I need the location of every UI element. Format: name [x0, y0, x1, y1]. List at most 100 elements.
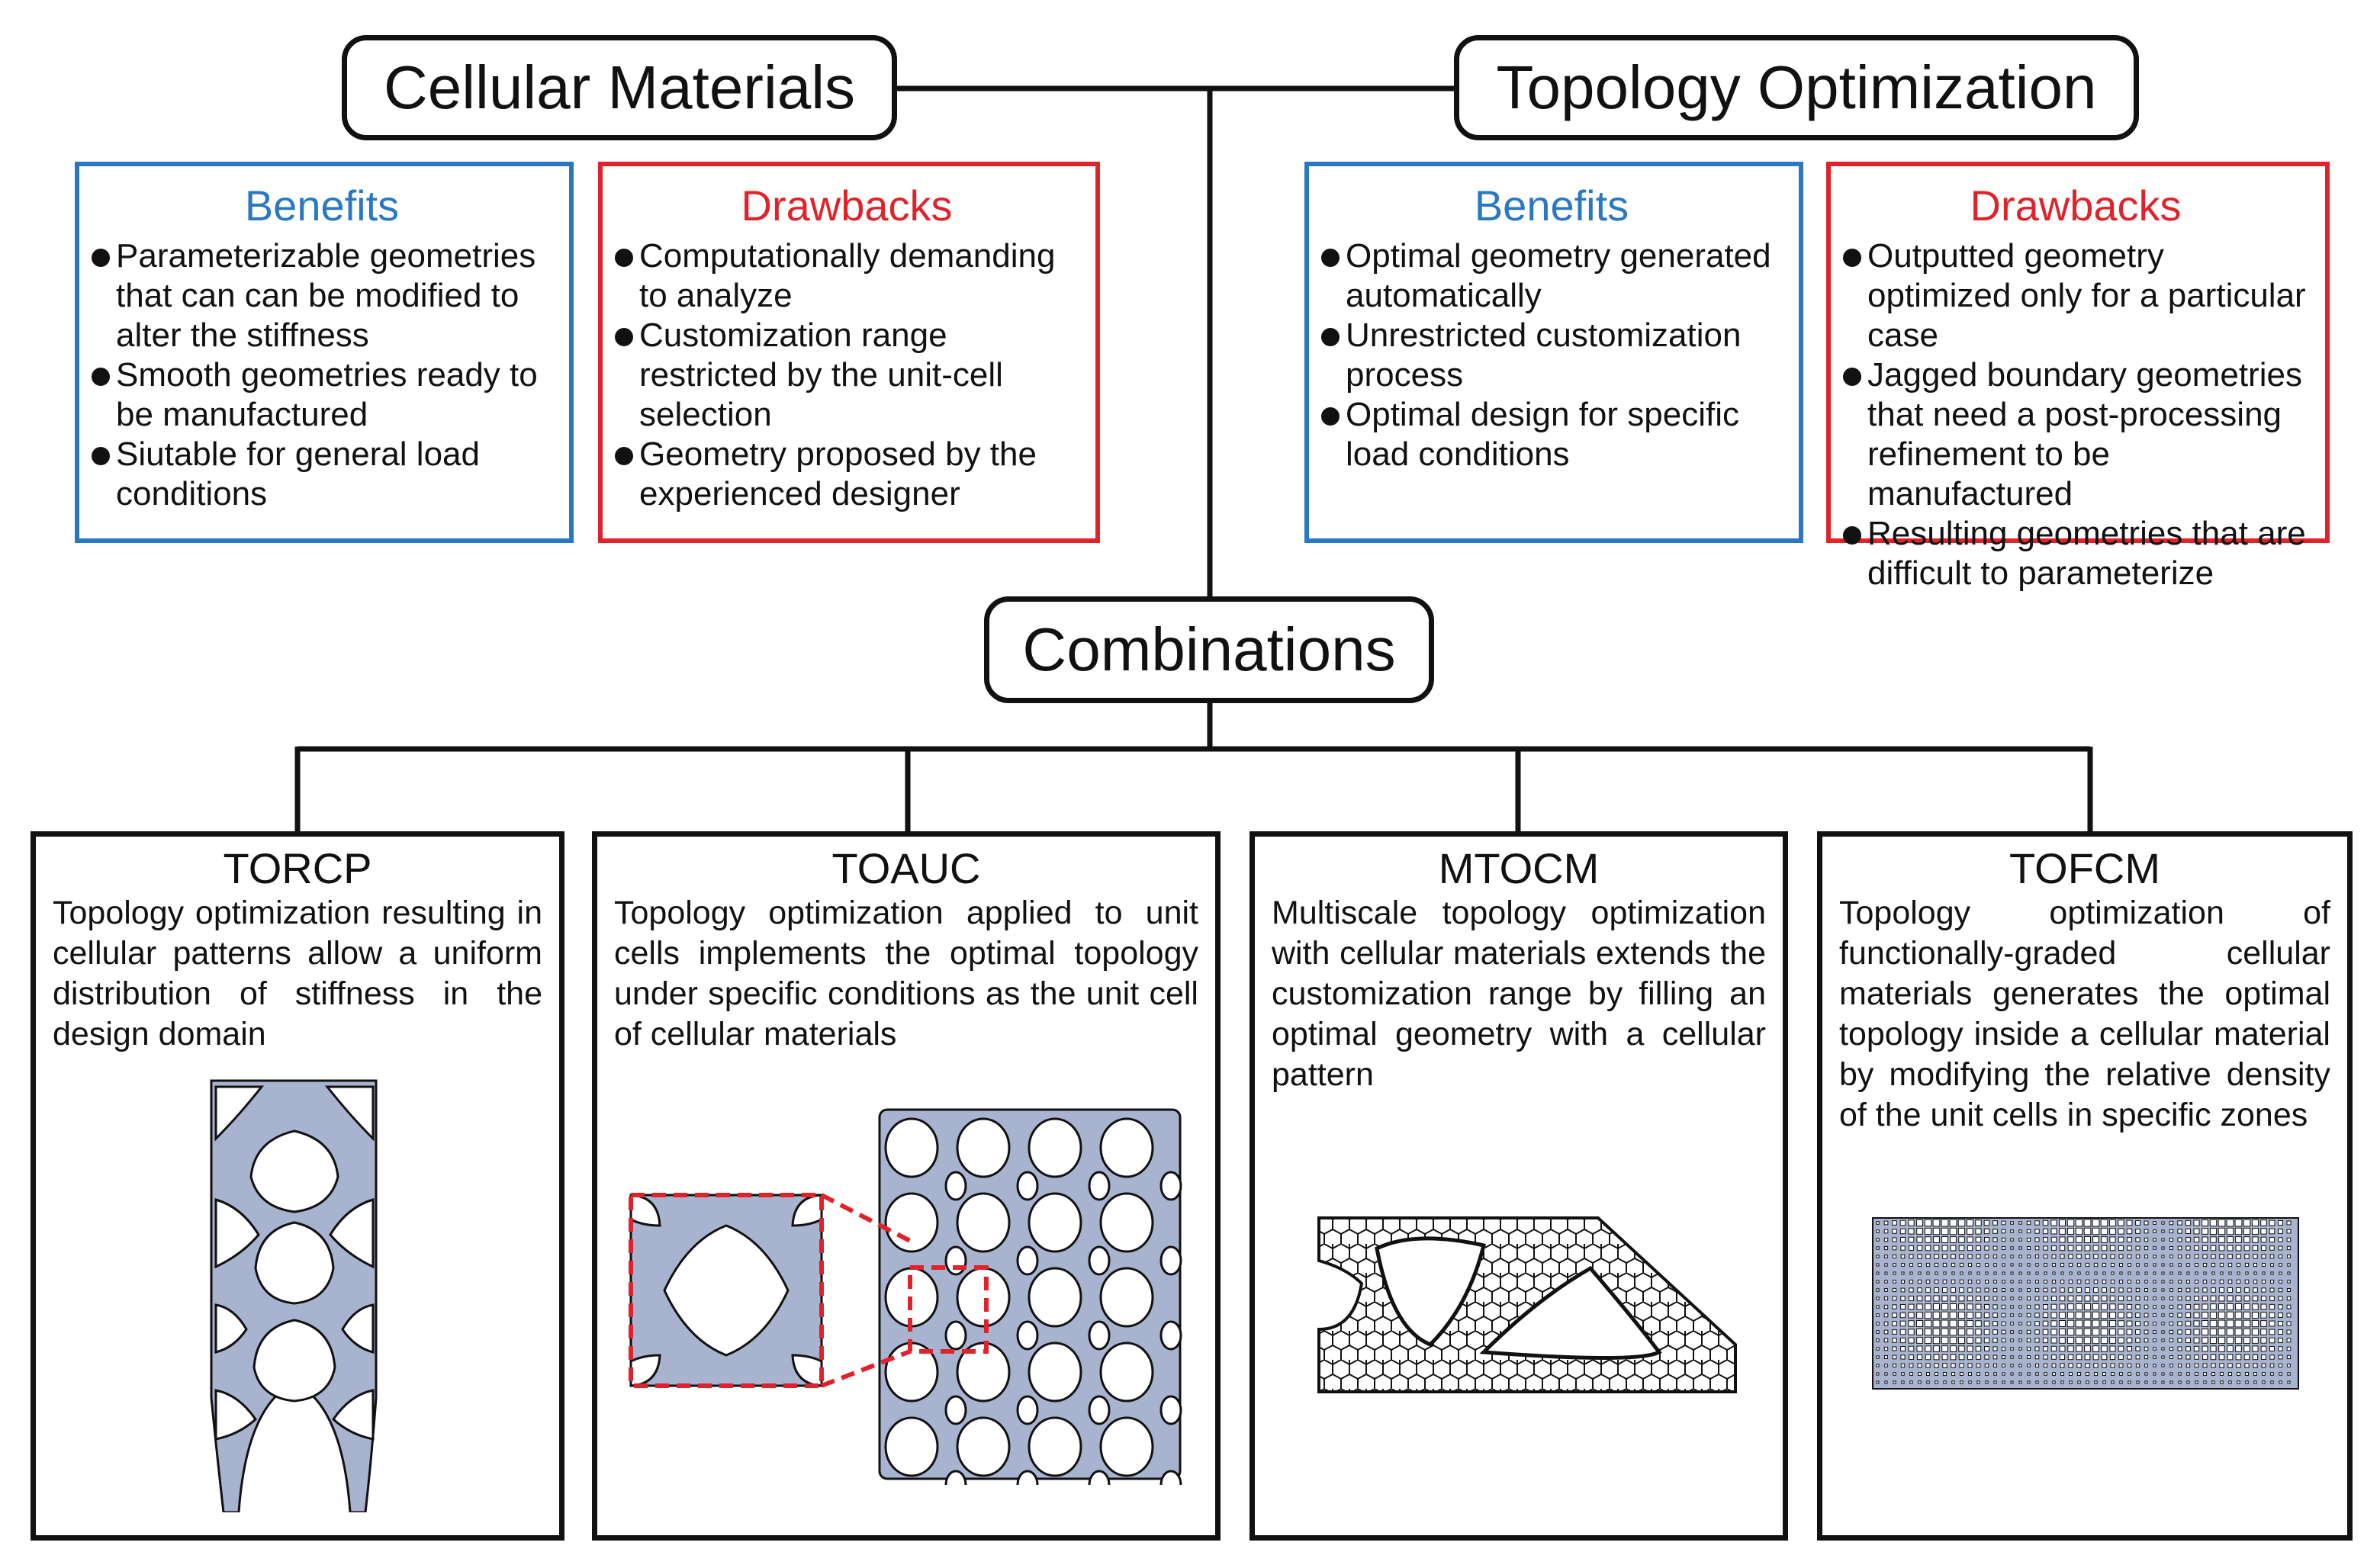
graded-cell — [2177, 1329, 2182, 1335]
graded-cell — [1908, 1228, 1915, 1235]
graded-cell — [2018, 1355, 2022, 1359]
graded-cell — [1909, 1271, 1913, 1275]
graded-cell — [2169, 1321, 2174, 1326]
graded-cell — [1876, 1364, 1880, 1367]
graded-cell — [1993, 1380, 1997, 1384]
graded-cell — [2177, 1254, 2182, 1259]
graded-cell — [2144, 1296, 2149, 1301]
graded-cell — [2228, 1271, 2232, 1275]
graded-cell — [2127, 1254, 2132, 1259]
graded-cell — [2066, 1219, 2075, 1227]
graded-cell — [1984, 1346, 1989, 1351]
tofcm-graded-lattice-illustration — [1872, 1217, 2299, 1390]
graded-cell — [1985, 1372, 1989, 1376]
graded-cell — [2161, 1288, 2165, 1292]
lattice-hole — [1099, 1341, 1154, 1403]
graded-cell — [2111, 1380, 2115, 1384]
card-description: Topology optimization resulting in cellu… — [53, 895, 542, 1052]
list-item-text: Customization range restricted by the un… — [639, 316, 1003, 434]
graded-cell — [1876, 1288, 1880, 1292]
graded-cell — [1984, 1287, 1989, 1293]
graded-cell — [2111, 1372, 2115, 1376]
graded-cell — [2084, 1354, 2091, 1361]
graded-cell — [1957, 1336, 1966, 1345]
graded-cell — [1892, 1363, 1897, 1368]
graded-cell — [1975, 1345, 1982, 1352]
graded-cell — [2169, 1372, 2173, 1376]
graded-cell — [2010, 1288, 2014, 1292]
graded-cell — [1966, 1328, 1974, 1336]
graded-cell — [2027, 1355, 2031, 1359]
graded-cell — [1975, 1219, 1982, 1226]
graded-cell — [1976, 1279, 1981, 1284]
graded-cell — [2035, 1372, 2039, 1376]
graded-cell — [1967, 1245, 1973, 1252]
graded-cell — [2269, 1254, 2275, 1259]
list-item-text: Siutable for general load conditions — [116, 435, 480, 513]
graded-cell — [2010, 1271, 2014, 1275]
graded-cell — [2059, 1303, 2066, 1310]
graded-cell — [1892, 1296, 1897, 1301]
graded-cell — [2001, 1296, 2006, 1301]
graded-cell — [2209, 1311, 2218, 1319]
graded-cell — [2260, 1320, 2267, 1327]
graded-cell — [1915, 1319, 1924, 1328]
graded-cell — [2169, 1255, 2173, 1258]
topology-drawbacks-list: Outputted geometry optimized only for a … — [1840, 236, 2311, 593]
graded-cell — [2218, 1303, 2225, 1310]
graded-cell — [2185, 1363, 2191, 1368]
graded-cell — [1900, 1287, 1906, 1293]
graded-cell — [2035, 1280, 2039, 1284]
graded-cell — [2085, 1254, 2090, 1259]
lattice-hole-small — [944, 1171, 967, 1201]
graded-cell — [2144, 1237, 2149, 1242]
graded-cell — [1892, 1313, 1897, 1318]
graded-cell — [1993, 1280, 1997, 1284]
graded-cell — [2059, 1219, 2066, 1227]
graded-cell — [2177, 1313, 2182, 1318]
graded-cell — [2227, 1345, 2234, 1352]
graded-cell — [2126, 1219, 2133, 1226]
graded-cell — [2270, 1372, 2274, 1376]
graded-cell — [2262, 1372, 2266, 1376]
graded-cell — [1949, 1336, 1957, 1345]
graded-cell — [2202, 1303, 2208, 1310]
topology-benefits-list: Optimal geometry generated automatically… — [1318, 236, 1785, 474]
graded-cell — [2226, 1303, 2234, 1311]
graded-cell — [2085, 1371, 2090, 1377]
graded-cell — [1916, 1312, 1923, 1319]
graded-cell — [2235, 1295, 2242, 1302]
graded-cell — [2118, 1337, 2124, 1344]
graded-cell — [2177, 1229, 2182, 1234]
bullet-icon — [1321, 249, 1340, 268]
graded-cell — [2034, 1304, 2040, 1309]
graded-cell — [2195, 1380, 2198, 1384]
graded-cell — [2218, 1345, 2225, 1352]
graded-cell — [1934, 1363, 1939, 1368]
lattice-hole — [1028, 1267, 1082, 1328]
graded-cell — [2260, 1295, 2267, 1302]
graded-cell — [2051, 1296, 2057, 1302]
graded-cell — [2194, 1254, 2199, 1259]
graded-cell — [2043, 1346, 2048, 1351]
graded-cell — [2068, 1279, 2073, 1284]
graded-cell — [2287, 1372, 2291, 1376]
graded-cell — [2244, 1254, 2250, 1259]
graded-cell — [2110, 1287, 2115, 1293]
graded-cell — [2210, 1236, 2217, 1243]
graded-cell — [2018, 1296, 2022, 1300]
graded-cell — [2002, 1372, 2005, 1376]
graded-cell — [2018, 1372, 2022, 1376]
graded-cell — [2010, 1221, 2014, 1225]
graded-cell — [2261, 1287, 2266, 1293]
graded-cell — [2119, 1372, 2123, 1376]
graded-cell — [1884, 1364, 1888, 1367]
graded-cell — [2227, 1295, 2234, 1302]
graded-cell — [1941, 1303, 1949, 1311]
graded-cell — [2027, 1280, 2031, 1284]
graded-cell — [2261, 1354, 2266, 1360]
lattice-hole — [884, 1117, 939, 1178]
graded-cell — [1992, 1296, 1998, 1301]
graded-cell — [1925, 1245, 1931, 1252]
graded-cell — [2067, 1345, 2074, 1352]
